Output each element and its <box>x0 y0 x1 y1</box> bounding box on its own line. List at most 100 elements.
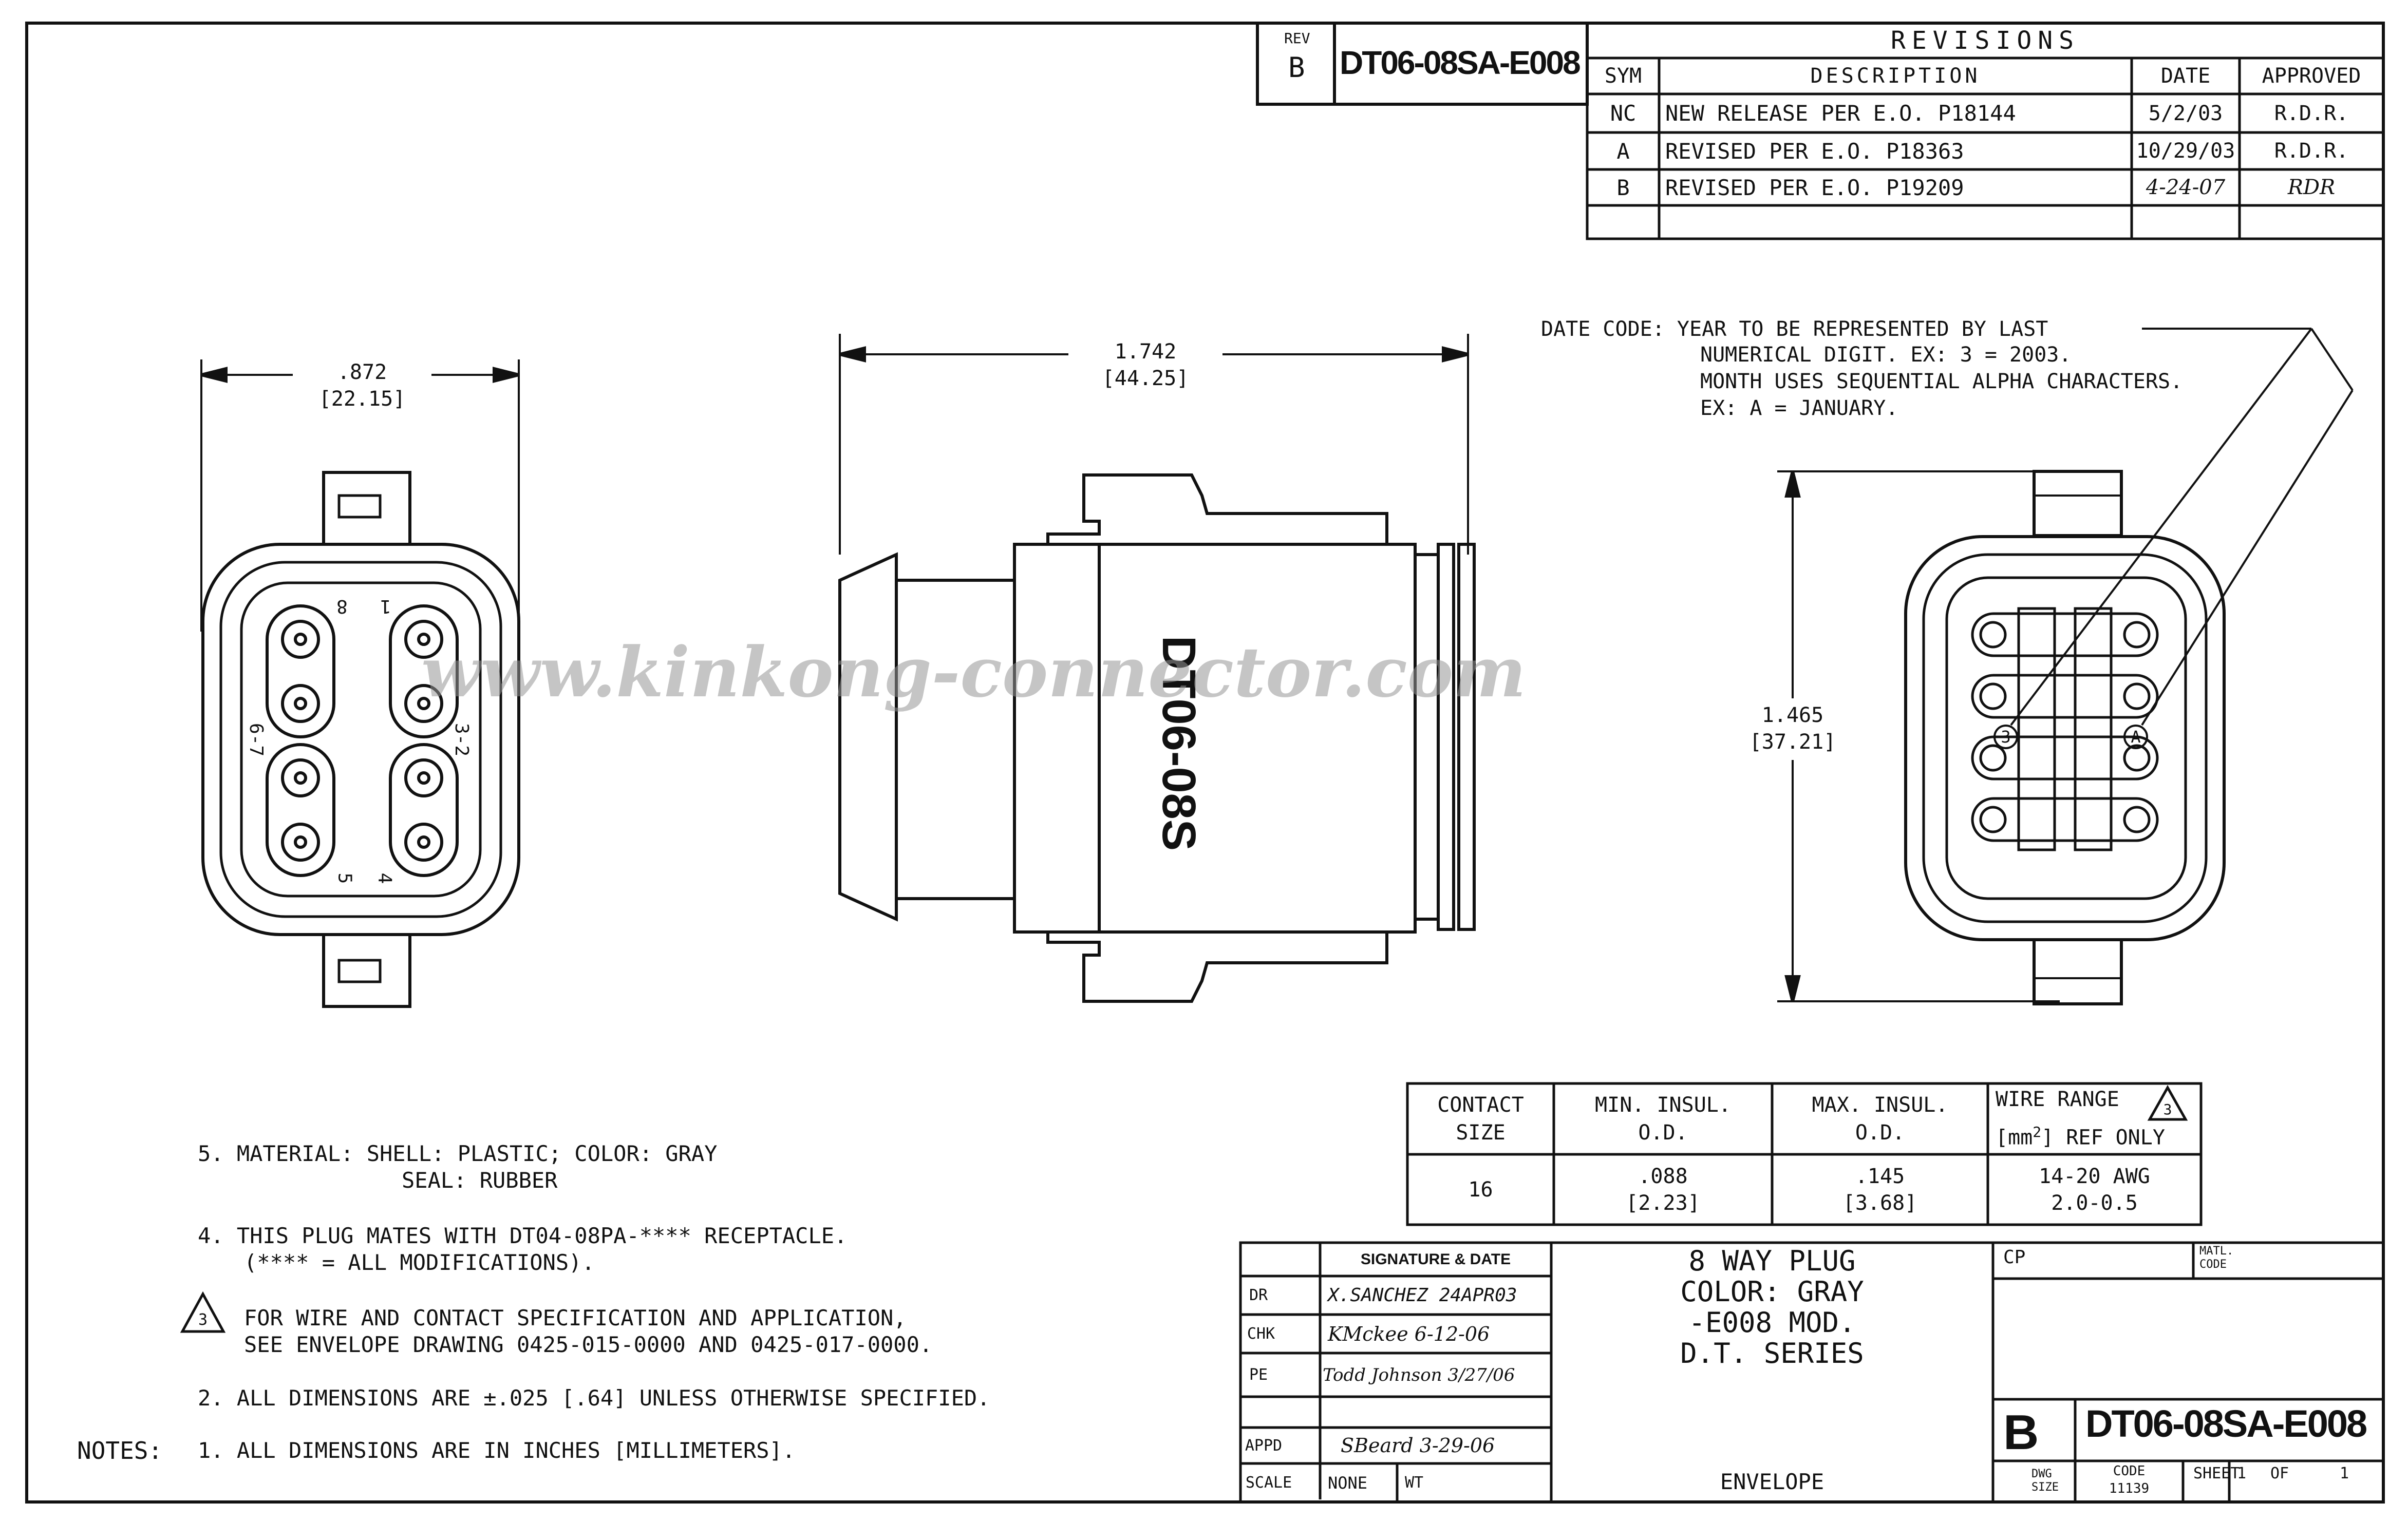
revision-row-date: 10/29/03 <box>2136 139 2235 163</box>
contact-size-value: 16 <box>1468 1177 1493 1202</box>
date-code-note-line4: EX: A = JANUARY. <box>1700 396 1898 420</box>
revision-row-date: 4-24-07 <box>2146 176 2226 199</box>
code-label: CODE <box>2113 1463 2146 1479</box>
scale-label: SCALE <box>1245 1474 1292 1492</box>
appd-value: SBeard 3-29-06 <box>1341 1434 1495 1457</box>
date-code-year-marker: 3 <box>2001 727 2011 747</box>
front-width-dim-mm: [22.15] <box>318 387 406 411</box>
revisions-header-approved: APPROVED <box>2262 64 2361 88</box>
sheet-border <box>25 22 2385 1504</box>
max-insul-mm: [3.68] <box>1842 1191 1917 1215</box>
dr-label: DR <box>1249 1286 1268 1304</box>
min-insul-value: .088 [2.23] <box>1554 1154 1772 1225</box>
side-length-dim-mm: [44.25] <box>1102 367 1189 390</box>
date-code-month-marker: A <box>2131 727 2141 747</box>
note-5-line1: 5. MATERIAL: SHELL: PLASTIC; COLOR: GRAY <box>198 1141 718 1166</box>
revisions-header-date: DATE <box>2160 64 2211 88</box>
revision-row-sym: B <box>1616 175 1630 200</box>
sheet-value: 1 <box>2237 1464 2247 1482</box>
dr-value: X.SANCHEZ 24APR03 <box>1328 1285 1517 1306</box>
revision-row-approved: R.D.R. <box>2274 139 2349 163</box>
note-2: 2. ALL DIMENSIONS ARE ±.025 [.64] UNLESS… <box>198 1385 990 1411</box>
min-insul-header-line1: MIN. INSUL. <box>1595 1093 1731 1117</box>
revision-row-sym: A <box>1616 138 1630 164</box>
revisions-table-lines <box>1586 22 2385 240</box>
notes-prefix: NOTES: <box>77 1437 163 1464</box>
envelope-label: ENVELOPE <box>1720 1469 1824 1494</box>
wt-label: WT <box>1405 1474 1424 1492</box>
wire-range-header-prefix: [mm <box>1996 1126 2033 1150</box>
sheet-label: SHEET <box>2193 1464 2240 1482</box>
watermark: www.kinkong-connector.com <box>421 632 1527 713</box>
wire-range-mm: 2.0-0.5 <box>2051 1191 2138 1215</box>
dwg-size-label-line2: SIZE <box>2031 1481 2059 1494</box>
min-insul-header: MIN. INSUL. O.D. <box>1554 1083 1772 1154</box>
note-1: 1. ALL DIMENSIONS ARE IN INCHES [MILLIME… <box>198 1438 796 1463</box>
date-code-note-line2: NUMERICAL DIGIT. EX: 3 = 2003. <box>1700 343 2072 367</box>
note-3-line2: SEE ENVELOPE DRAWING 0425-015-0000 AND 0… <box>244 1332 933 1357</box>
date-code-note-line3: MONTH USES SEQUENTIAL ALPHA CHARACTERS. <box>1700 370 2183 393</box>
rear-view <box>1777 328 2354 1005</box>
wire-range-header-line2: [mm2] REF ONLY <box>1996 1124 2165 1149</box>
revision-row-date: 5/2/03 <box>2148 101 2223 125</box>
note-5-line2: SEAL: RUBBER <box>402 1168 558 1193</box>
dwg-size-value: B <box>2003 1405 2039 1460</box>
wire-range-header-suffix: ] REF ONLY <box>2041 1126 2165 1150</box>
rear-height-dim-mm: [37.21] <box>1749 730 1836 754</box>
note-3-flag-icon <box>180 1291 226 1333</box>
cavity-label-4: 4 <box>374 872 396 884</box>
of-value: 1 <box>2340 1464 2349 1482</box>
max-insul-value: .145 [3.68] <box>1772 1154 1988 1225</box>
side-length-dim-in: 1.742 <box>1114 340 1177 364</box>
pe-label: PE <box>1249 1366 1268 1384</box>
contact-size-header: CONTACT SIZE <box>1407 1083 1554 1154</box>
contact-size-header-line2: SIZE <box>1456 1121 1506 1145</box>
wire-range-header-line1: WIRE RANGE <box>1996 1088 2119 1111</box>
contact-table-lines <box>1406 1082 2203 1226</box>
cavity-label-8: 8 <box>336 596 348 617</box>
note-3-line1: FOR WIRE AND CONTACT SPECIFICATION AND A… <box>244 1305 907 1330</box>
revision-row-approved: RDR <box>2287 176 2336 199</box>
wire-range-awg: 14-20 AWG <box>2039 1164 2150 1188</box>
cavity-label-1: 1 <box>380 596 391 617</box>
dwg-size-label-line1: DWG <box>2031 1468 2052 1480</box>
max-insul-header-line1: MAX. INSUL. <box>1812 1093 1948 1117</box>
front-width-dim-in: .872 <box>337 360 387 384</box>
title-line-1: 8 WAY PLUG <box>1688 1244 1856 1277</box>
max-insul-header-line2: O.D. <box>1855 1121 1905 1145</box>
revisions-header-description: DESCRIPTION <box>1810 64 1981 88</box>
title-line-3: -E008 MOD. <box>1688 1306 1856 1339</box>
revisions-header-sym: SYM <box>1604 64 1642 88</box>
max-insul-header: MAX. INSUL. O.D. <box>1772 1083 1988 1154</box>
matl-code-label-line2: CODE <box>2199 1258 2227 1271</box>
title-line-4: D.T. SERIES <box>1680 1337 1864 1369</box>
note-4-line1: 4. THIS PLUG MATES WITH DT04-08PA-**** R… <box>198 1223 848 1248</box>
wire-range-header-superscript: 2 <box>2033 1124 2042 1140</box>
matl-code-label-line1: MATL. <box>2199 1245 2234 1258</box>
cavity-label-5: 5 <box>334 872 355 884</box>
revision-row-description: REVISED PER E.O. P19209 <box>1665 175 1964 200</box>
revision-row-sym: NC <box>1610 101 1636 126</box>
min-insul-mm: [2.23] <box>1626 1191 1700 1215</box>
note-3-flag-number: 3 <box>198 1310 208 1329</box>
rear-height-dim-in: 1.465 <box>1761 703 1824 727</box>
title-drawing-number: DT06-08SA-E008 <box>2085 1402 2367 1445</box>
wire-range-flag-icon <box>2147 1085 2188 1121</box>
min-insul-in: .088 <box>1638 1164 1688 1188</box>
revision-row-description: NEW RELEASE PER E.O. P18144 <box>1665 101 2016 126</box>
cavity-label-3-2: 3-2 <box>451 722 473 757</box>
rev-label: REV <box>1284 30 1310 47</box>
wire-range-flag-number: 3 <box>2163 1100 2172 1118</box>
contact-size-header-line1: CONTACT <box>1437 1093 1524 1117</box>
min-insul-header-line2: O.D. <box>1638 1121 1688 1145</box>
scale-value: NONE <box>1328 1473 1368 1493</box>
chk-label: CHK <box>1247 1325 1275 1343</box>
revision-row-approved: R.D.R. <box>2274 101 2349 125</box>
max-insul-in: .145 <box>1855 1164 1905 1188</box>
note-4-line2: (**** = ALL MODIFICATIONS). <box>244 1250 595 1275</box>
code-value: 11139 <box>2109 1481 2150 1496</box>
revision-row-description: REVISED PER E.O. P18363 <box>1665 138 1964 164</box>
title-block-lines <box>1239 1241 2385 1504</box>
cavity-label-6-7: 6-7 <box>246 722 267 757</box>
